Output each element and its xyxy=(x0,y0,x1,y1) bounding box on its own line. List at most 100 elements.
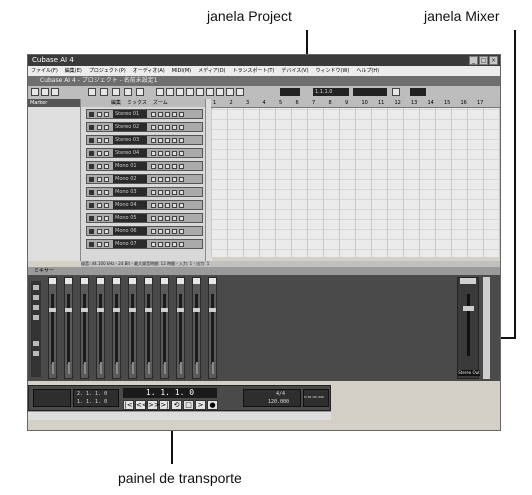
track-edit-button[interactable] xyxy=(179,203,184,208)
track-mute-button[interactable] xyxy=(97,164,102,169)
track-read-button[interactable] xyxy=(165,203,170,208)
track-mute-button[interactable] xyxy=(97,177,102,182)
mixer-link-button[interactable] xyxy=(33,351,39,356)
transport-forward-button[interactable]: >> xyxy=(147,400,160,410)
track-solo-button[interactable] xyxy=(104,229,109,234)
track-write-button[interactable] xyxy=(172,125,177,130)
track-solo-button[interactable] xyxy=(104,138,109,143)
stereo-out-fader[interactable] xyxy=(463,306,474,311)
left-locator[interactable]: 2. 1. 1. 0 xyxy=(77,391,108,397)
channel-fader[interactable] xyxy=(209,308,216,312)
close-button[interactable]: × xyxy=(489,56,498,65)
track-record-button[interactable] xyxy=(151,229,156,234)
track-mute-button[interactable] xyxy=(97,125,102,130)
track-mute-button[interactable] xyxy=(97,203,102,208)
track-edit-button[interactable] xyxy=(179,164,184,169)
menu-edit[interactable]: 編集(E) xyxy=(64,68,82,74)
track-header-zoom[interactable]: ズーム xyxy=(152,100,168,106)
track-record-button[interactable] xyxy=(151,242,156,247)
track-monitor-button[interactable] xyxy=(158,190,163,195)
track-write-button[interactable] xyxy=(172,190,177,195)
toolbar-position-field[interactable]: 1.1.1.0 xyxy=(313,88,349,96)
track-write-button[interactable] xyxy=(172,242,177,247)
track-read-button[interactable] xyxy=(165,177,170,182)
track-name[interactable]: Mono 07 xyxy=(113,240,147,248)
transport-tempo[interactable]: 120.000 xyxy=(268,399,290,405)
maximize-button[interactable]: □ xyxy=(479,56,488,65)
track-mute-button[interactable] xyxy=(97,242,102,247)
track-read-button[interactable] xyxy=(165,112,170,117)
track-row[interactable]: Mono 04 xyxy=(86,200,203,210)
track-name[interactable]: Stereo 03 xyxy=(113,136,147,144)
track-list-scrollbar[interactable] xyxy=(205,99,212,261)
menu-help[interactable]: ヘルプ(H) xyxy=(356,68,380,74)
track-monitor-button[interactable] xyxy=(158,203,163,208)
tool-play[interactable] xyxy=(236,88,244,96)
track-read-button[interactable] xyxy=(165,242,170,247)
track-edit-button[interactable] xyxy=(179,138,184,143)
track-header-edit[interactable]: 編集 xyxy=(111,100,122,106)
toolbar-button-activate[interactable] xyxy=(31,88,39,96)
track-solo-button[interactable] xyxy=(104,216,109,221)
transport-signature[interactable]: 4/4 xyxy=(276,391,286,397)
track-solo-button[interactable] xyxy=(104,112,109,117)
track-record-button[interactable] xyxy=(151,216,156,221)
track-monitor-button[interactable] xyxy=(158,242,163,247)
track-mute-button[interactable] xyxy=(97,138,102,143)
transport-stop-button[interactable]: □ xyxy=(183,400,194,410)
track-solo-button[interactable] xyxy=(104,242,109,247)
transport-rewind-start-button[interactable]: |< xyxy=(123,400,134,410)
track-write-button[interactable] xyxy=(172,112,177,117)
track-mute-button[interactable] xyxy=(97,190,102,195)
track-edit-button[interactable] xyxy=(179,242,184,247)
track-read-button[interactable] xyxy=(165,164,170,169)
track-read-button[interactable] xyxy=(165,229,170,234)
track-name[interactable]: Stereo 02 xyxy=(113,123,147,131)
minimize-button[interactable]: _ xyxy=(469,56,478,65)
transport-forward-end-button[interactable]: >| xyxy=(159,400,170,410)
track-name[interactable]: Mono 02 xyxy=(113,175,147,183)
toolbar-button-play[interactable] xyxy=(124,88,132,96)
channel-fader[interactable] xyxy=(177,308,184,312)
menu-midi[interactable]: MIDI(M) xyxy=(171,68,192,74)
track-monitor-button[interactable] xyxy=(158,229,163,234)
track-row[interactable]: Stereo 03 xyxy=(86,135,203,145)
track-monitor-button[interactable] xyxy=(158,164,163,169)
channel-fader[interactable] xyxy=(145,308,152,312)
track-name[interactable]: Mono 03 xyxy=(113,188,147,196)
channel-fader[interactable] xyxy=(113,308,120,312)
menu-project[interactable]: プロジェクト(P) xyxy=(88,68,126,74)
menu-file[interactable]: ファイル(F) xyxy=(31,68,58,74)
mixer-mute-all-button[interactable] xyxy=(33,305,39,310)
track-row[interactable]: Mono 01 xyxy=(86,161,203,171)
channel-fader[interactable] xyxy=(129,308,136,312)
track-record-button[interactable] xyxy=(151,203,156,208)
channel-fader[interactable] xyxy=(161,308,168,312)
track-mute-button[interactable] xyxy=(97,151,102,156)
track-name[interactable]: Mono 01 xyxy=(113,162,147,170)
track-write-button[interactable] xyxy=(172,177,177,182)
track-write-button[interactable] xyxy=(172,216,177,221)
track-record-button[interactable] xyxy=(151,190,156,195)
tool-range[interactable] xyxy=(166,88,174,96)
toolbar-color-field[interactable] xyxy=(410,88,426,96)
tool-erase[interactable] xyxy=(196,88,204,96)
track-row[interactable]: Stereo 04 xyxy=(86,148,203,158)
track-record-button[interactable] xyxy=(151,164,156,169)
track-monitor-button[interactable] xyxy=(158,112,163,117)
track-edit-button[interactable] xyxy=(179,177,184,182)
mixer-solo-all-button[interactable] xyxy=(33,315,39,320)
toolbar-button-cycle[interactable] xyxy=(100,88,108,96)
toolbar-button-rewind[interactable] xyxy=(88,88,96,96)
tool-pointer[interactable] xyxy=(156,88,164,96)
track-edit-button[interactable] xyxy=(179,151,184,156)
track-row[interactable]: Mono 07 xyxy=(86,239,203,249)
track-write-button[interactable] xyxy=(172,203,177,208)
tool-split[interactable] xyxy=(176,88,184,96)
mixer-scrollbar[interactable] xyxy=(483,277,490,379)
track-name[interactable]: Mono 05 xyxy=(113,214,147,222)
track-monitor-button[interactable] xyxy=(158,151,163,156)
track-solo-button[interactable] xyxy=(104,164,109,169)
track-read-button[interactable] xyxy=(165,190,170,195)
menu-audio[interactable]: オーディオ(A) xyxy=(132,68,165,74)
